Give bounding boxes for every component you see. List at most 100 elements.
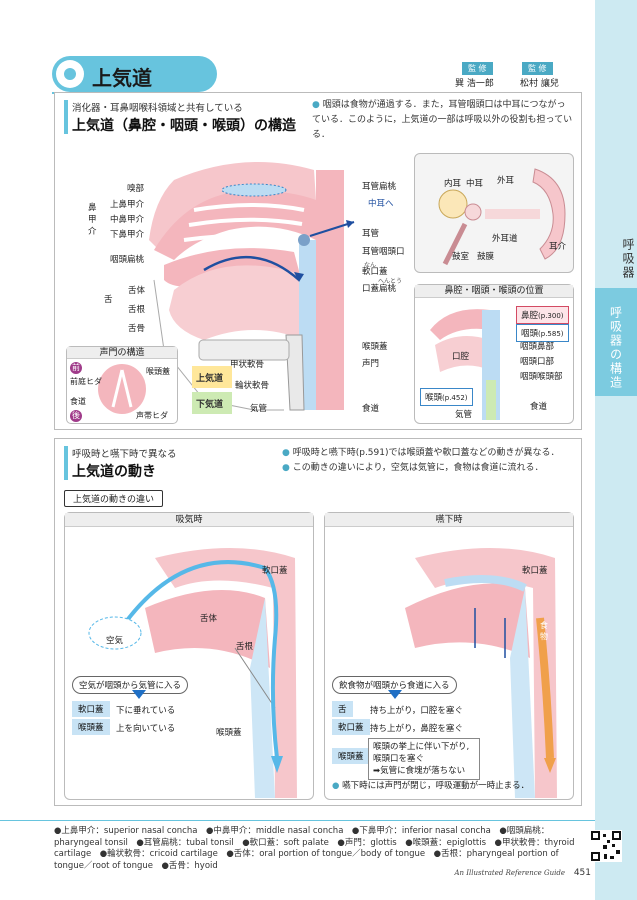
section-highlight bbox=[595, 288, 637, 396]
front-marker: 前 bbox=[70, 362, 82, 374]
page-title: 上気道 bbox=[92, 66, 152, 90]
ear-canal: 外耳道 bbox=[492, 234, 518, 244]
swallow-larynx-key: 喉頭蓋 bbox=[332, 748, 370, 764]
swallow-illustration bbox=[405, 548, 557, 798]
section2-bullet-1: ● 呼吸時と嚥下時(p.591)では喉頭蓋や軟口蓋などの動きが異なる． bbox=[282, 448, 560, 458]
swallow-flow-arrow bbox=[388, 690, 402, 699]
swallow-row2-value: 持ち上がり，鼻腔を塞ぐ bbox=[370, 724, 463, 734]
swallow-row1-key: 舌 bbox=[332, 701, 353, 717]
swallow-row1-value: 持ち上がり，口腔を塞ぐ bbox=[370, 706, 463, 716]
oral-cavity: 口腔 bbox=[452, 352, 470, 362]
bullet-circle-icon bbox=[56, 60, 84, 88]
section2-bullet-1-text: 呼吸時と嚥下時(p.591)では喉頭蓋や軟口蓋などの動きが異なる． bbox=[292, 448, 560, 458]
back-marker: 後 bbox=[70, 410, 82, 422]
glottis-vocal-fold: 声帯ヒダ bbox=[136, 411, 168, 420]
inhale-flow: 空気が咽頭から気管に入る bbox=[72, 676, 189, 694]
label-tongue-root: 舌根 bbox=[128, 305, 146, 315]
glottis-illustration bbox=[98, 364, 146, 414]
label-tongue-body: 舌体 bbox=[128, 286, 146, 296]
label-glottis: 声門 bbox=[362, 359, 380, 369]
larynx-ref: (p.452) bbox=[442, 394, 468, 402]
larynx-text: 喉頭 bbox=[425, 393, 443, 403]
section1-title: 上気道（鼻腔・咽頭・喉頭）の構造 bbox=[72, 118, 296, 134]
label-middle-concha: 中鼻甲介 bbox=[110, 215, 145, 225]
label-inferior-concha: 下鼻甲介 bbox=[110, 230, 145, 240]
inhale-illustration bbox=[88, 548, 297, 798]
label-pharyngeal-tonsil: 咽頭扁桃 bbox=[110, 255, 145, 265]
swallow-larynx-desc: 喉頭の挙上に伴い下がり, 喉頭口を塞ぐ ➡気管に食塊が落ちない bbox=[368, 738, 480, 780]
title-bar: 上気道 bbox=[52, 52, 572, 94]
supervisor-badge-1: 監 修 bbox=[462, 62, 493, 75]
section2-bullet-2-text: この動きの違いにより，空気は気管に，食物は食道に流れる． bbox=[292, 463, 544, 473]
larynx-tag: 喉頭(p.452) bbox=[420, 388, 473, 406]
section1-bar bbox=[64, 100, 68, 134]
label-to-middle-ear: 中耳へ bbox=[368, 199, 394, 209]
inhale-title: 吸気時 bbox=[65, 513, 313, 527]
label-hyoid: 舌骨 bbox=[128, 324, 146, 334]
label-cricoid-cartilage: 輪状軟骨 bbox=[235, 381, 270, 391]
inhale-tongue-body: 舌体 bbox=[200, 614, 218, 624]
swallow-larynx-line2: 喉頭口を塞ぐ bbox=[373, 754, 425, 764]
pharynx-part-2: 咽頭口部 bbox=[520, 357, 555, 367]
ear-inner: 内耳 bbox=[444, 179, 462, 189]
section2-bullet-2: ● この動きの違いにより，空気は気管に，食物は食道に流れる． bbox=[282, 463, 544, 473]
upper-airway-text: 上気道 bbox=[196, 374, 224, 384]
label-olfactory: 嗅部 bbox=[127, 184, 145, 194]
inhale-flow-arrow bbox=[132, 690, 146, 699]
pharynx-part-1: 咽頭鼻部 bbox=[520, 342, 555, 352]
lower-airway-text: 下気道 bbox=[196, 400, 224, 410]
label-epiglottis: 喉頭蓋 bbox=[362, 342, 388, 352]
label-palatine-tonsil: 口蓋扁桃 bbox=[362, 284, 397, 294]
inhale-row2-key: 喉頭蓋 bbox=[72, 719, 110, 735]
section2-bullets: ● 呼吸時と嚥下時(p.591)では喉頭蓋や軟口蓋などの動きが異なる． ● この… bbox=[282, 446, 578, 476]
label-tubal-tonsil: 耳管扁桃 bbox=[362, 182, 397, 192]
inhale-air: 空気 bbox=[106, 636, 124, 646]
nasal-text: 鼻腔 bbox=[521, 311, 539, 321]
lower-airway-tag: 下気道 bbox=[192, 392, 232, 414]
supervisor-name-2: 松村 讓兒 bbox=[520, 79, 559, 89]
ear-tympanic-cavity: 鼓室 bbox=[452, 252, 470, 262]
footer-divider bbox=[0, 820, 595, 821]
inhale-epiglottis: 喉頭蓋 bbox=[216, 728, 242, 738]
label-superior-concha: 上鼻甲介 bbox=[110, 200, 145, 210]
page-number: 451 bbox=[573, 868, 591, 878]
pharynx-text: 咽頭 bbox=[521, 329, 539, 339]
inhale-tongue-root: 舌根 bbox=[236, 642, 254, 652]
glottis-vestibular: 前庭ヒダ bbox=[70, 377, 102, 386]
furigana-soft-palate: なん bbox=[364, 262, 377, 269]
pharynx-tag: 咽頭(p.585) bbox=[516, 324, 569, 342]
label-thyroid-cartilage: 甲状軟骨 bbox=[230, 360, 265, 370]
inhale-row1-key: 軟口蓋 bbox=[72, 701, 110, 717]
position-trachea: 気管 bbox=[455, 410, 473, 420]
label-tongue: 舌 bbox=[104, 295, 113, 305]
upper-airway-tag: 上気道 bbox=[192, 366, 232, 388]
ear-illustration bbox=[438, 168, 566, 266]
swallow-soft-palate: 軟口蓋 bbox=[522, 566, 548, 576]
section2-bar bbox=[64, 446, 68, 480]
furigana-palatine-tonsil: へんとう bbox=[378, 278, 403, 285]
section2-label: 呼吸時と嚥下時で異なる bbox=[72, 449, 177, 460]
swallow-food: 食物 bbox=[540, 621, 548, 641]
label-esophagus: 食道 bbox=[362, 404, 380, 414]
swallow-title: 嚥下時 bbox=[325, 513, 573, 527]
section1-bullet: ● 咽頭は食物が通過する．また，耳管咽頭口は中耳につながっている．このように，上… bbox=[312, 100, 573, 140]
ear-outer: 外耳 bbox=[497, 176, 515, 186]
ear-eardrum: 鼓膜 bbox=[477, 252, 495, 262]
ear-auricle: 耳介 bbox=[549, 242, 567, 252]
chapter-label: 呼吸器 bbox=[621, 238, 635, 280]
swallow-larynx-line1: 喉頭の挙上に伴い下がり, bbox=[373, 742, 470, 752]
label-tube-opening: 耳管咽頭口 bbox=[362, 247, 405, 257]
pharynx-ref: (p.585) bbox=[538, 330, 564, 338]
supervisor-badge-2: 監 修 bbox=[522, 62, 553, 75]
guide-text: An Illustrated Reference Guide bbox=[454, 869, 565, 877]
nasal-ref: (p.300) bbox=[538, 312, 564, 320]
inhale-row2-value: 上を向いている bbox=[116, 724, 176, 734]
nasal-tag: 鼻腔(p.300) bbox=[516, 306, 569, 324]
glottis-panel-title: 声門の構造 bbox=[67, 347, 177, 359]
swallow-note: ● 嚥下時には声門が閉じ，呼吸運動が一時止まる． bbox=[332, 781, 530, 791]
label-trachea: 気管 bbox=[250, 404, 268, 414]
ear-inset bbox=[414, 153, 574, 273]
section2-caption: 上気道の動きの違い bbox=[64, 490, 164, 507]
label-soft-palate: 軟口蓋 bbox=[362, 267, 388, 277]
glottis-esophagus: 食道 bbox=[70, 397, 86, 406]
